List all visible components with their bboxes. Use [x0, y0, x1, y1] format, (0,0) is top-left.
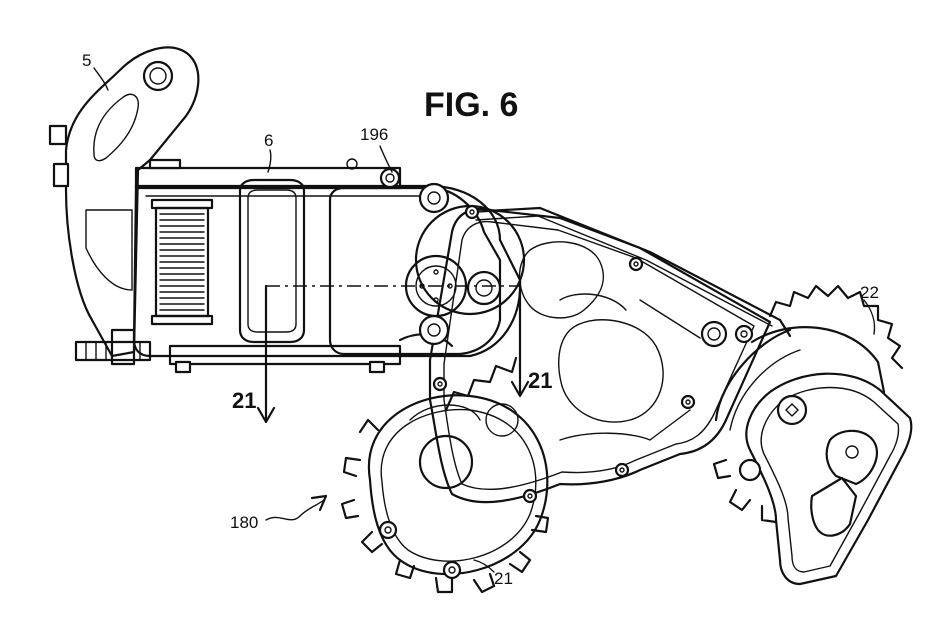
ref-numeral-196: 196 — [360, 125, 388, 144]
housing-bolts — [432, 204, 754, 504]
upper-cog — [712, 284, 904, 524]
lower-cog — [340, 356, 550, 594]
ref-numeral-21-gear: 21 — [494, 569, 513, 588]
section-marker-right: 21 — [528, 368, 552, 393]
ref-numeral-6: 6 — [264, 131, 273, 150]
section-line — [256, 284, 530, 424]
ref-numeral-180: 180 — [230, 513, 258, 532]
ref-numeral-22: 22 — [860, 283, 879, 302]
ref-numeral-5: 5 — [82, 51, 91, 70]
leader-lines — [93, 67, 876, 573]
upper-arm — [468, 206, 792, 338]
spring-coil — [150, 198, 214, 326]
section-marker-left: 21 — [232, 388, 256, 413]
figure-title: FIG. 6 — [424, 86, 518, 124]
outer-cage-plate — [738, 372, 913, 586]
hanger-bracket — [48, 46, 200, 366]
